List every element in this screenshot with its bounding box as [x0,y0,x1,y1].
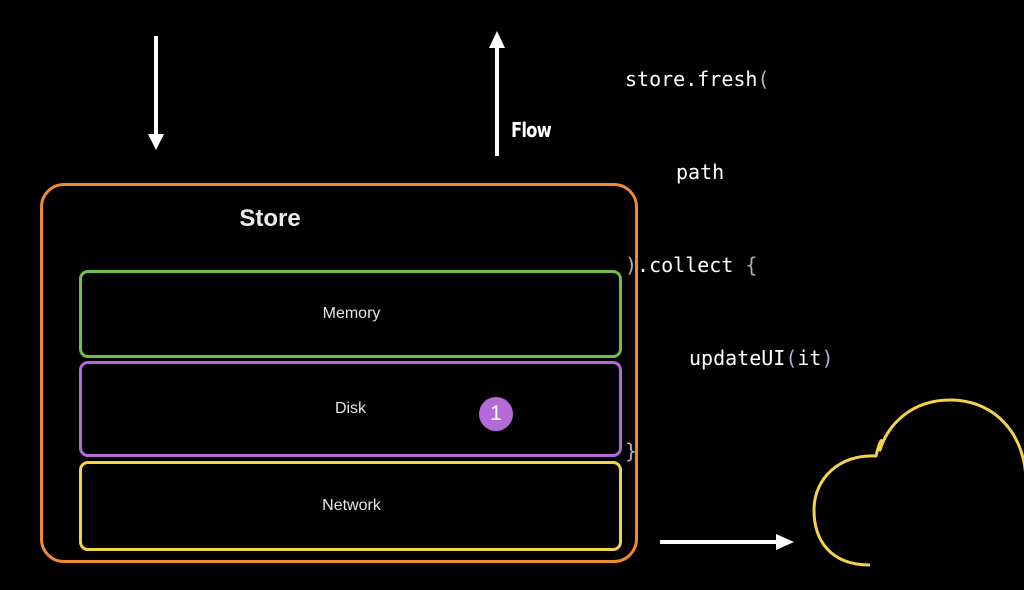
code-snippet: store.fresh( path ).collect { updateUI(i… [625,2,834,498]
disk-layer: Disk [79,361,622,457]
code-line-1-text: store.fresh [625,67,758,91]
code-line-4-punct-open: ( [785,346,798,370]
arrow-up-icon [489,31,505,156]
cloud-icon [812,398,1024,567]
network-layer-label: Network [322,497,381,514]
memory-layer-label: Memory [322,305,381,322]
flow-label: Flow [511,118,552,142]
code-line-3-punct: { [745,253,758,277]
arrow-down-icon [148,36,164,150]
store-container [40,183,638,563]
code-line-1-punct: ( [757,67,770,91]
code-line-4-arg: it [797,346,822,370]
code-line-1: store.fresh( [625,64,834,95]
code-line-4: updateUI(it) [625,343,834,374]
code-line-3-text: .collect [637,253,746,277]
step-badge: 1 [479,397,513,431]
disk-layer-label: Disk [334,400,367,417]
memory-layer: Memory [79,270,622,358]
code-line-2-text: path [676,160,725,184]
code-line-3-punct-before: ) [625,253,638,277]
arrow-right-icon [660,534,794,550]
store-title: Store [239,205,301,232]
code-line-4-punct: ) [821,346,834,370]
code-line-5-punct: } [625,439,638,463]
code-line-5: } [625,436,834,467]
code-line-3: ).collect { [625,250,834,281]
code-line-2: path [625,157,834,188]
network-layer: Network [79,461,622,551]
code-line-4-text: updateUI [689,346,786,370]
